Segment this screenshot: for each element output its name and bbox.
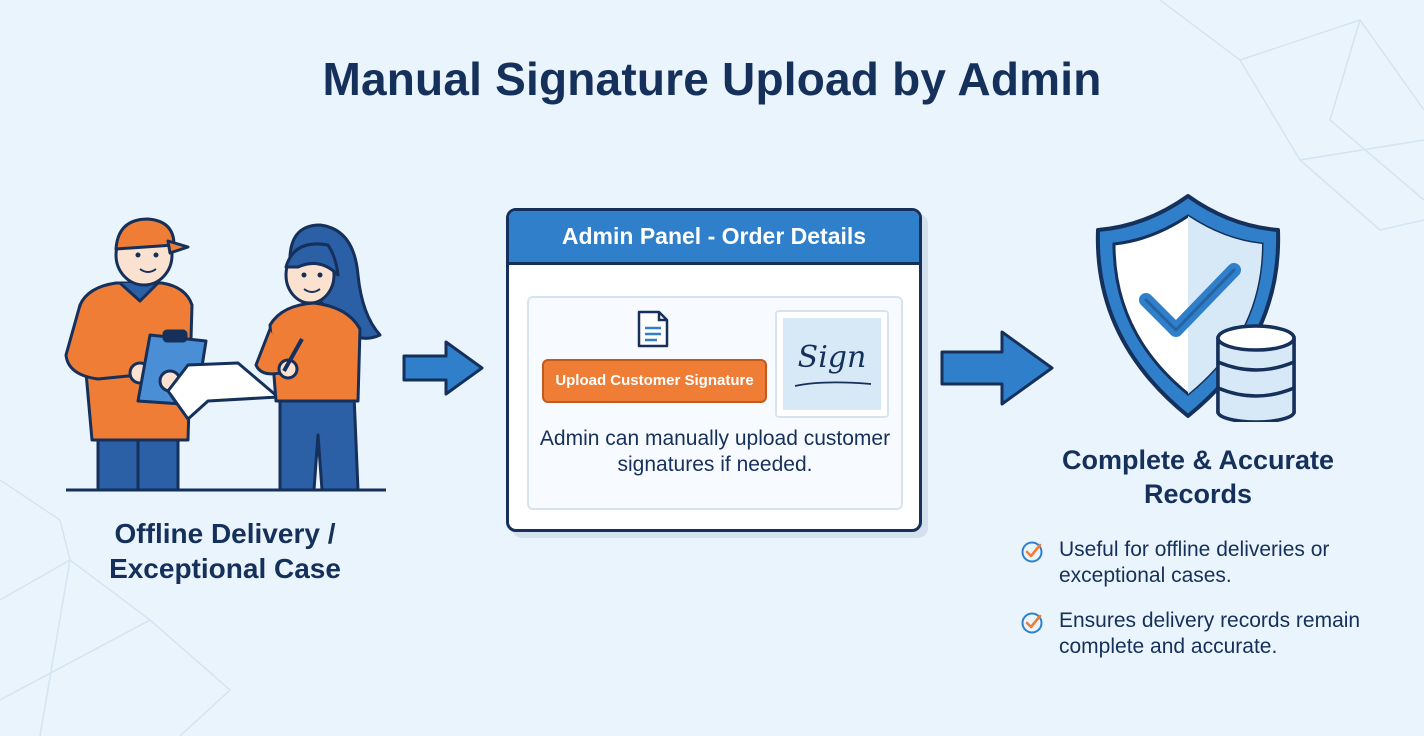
document-icon: [637, 310, 669, 348]
check-circle-icon: [1021, 541, 1043, 563]
check-circle-icon: [1021, 612, 1043, 634]
benefit-text: Ensures delivery records remain complete…: [1059, 609, 1361, 658]
signature-image: Sign: [783, 318, 881, 410]
shield-check-icon: [1095, 194, 1296, 422]
admin-panel-window: Admin Panel - Order Details Upload Custo…: [506, 208, 922, 532]
database-icon: [1216, 324, 1296, 422]
signature-preview: Sign: [775, 310, 889, 418]
upload-customer-signature-button[interactable]: Upload Customer Signature: [542, 359, 767, 403]
order-details-card: Upload Customer Signature Sign Admin can…: [527, 296, 903, 510]
panel-caption: Admin can manually upload customer signa…: [539, 427, 891, 476]
records-title: Complete & Accurate Records: [1061, 445, 1335, 509]
page-title: Manual Signature Upload by Admin: [322, 53, 1102, 105]
signature-text: Sign: [797, 340, 867, 375]
left-caption: Offline Delivery / Exceptional Case: [109, 518, 341, 584]
panel-header: Admin Panel - Order Details: [509, 211, 919, 265]
benefit-text: Useful for offline deliveries or excepti…: [1059, 538, 1330, 587]
delivery-people-illustration: [64, 217, 386, 492]
arrow-right-icon: [402, 340, 484, 396]
arrow-right-icon: [940, 330, 1054, 406]
signature-underline: [794, 381, 872, 387]
